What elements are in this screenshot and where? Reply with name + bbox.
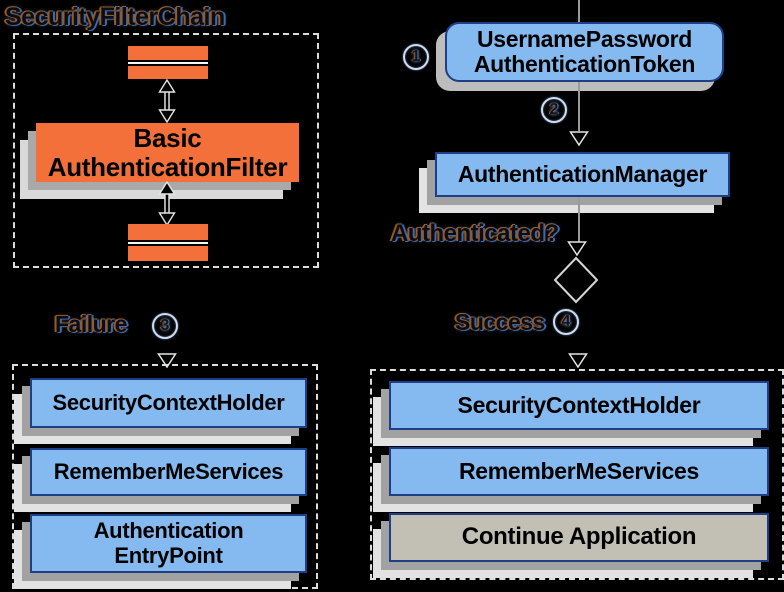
bidirectional-arrow-icon	[158, 79, 176, 123]
token-label-line1: UsernamePassword	[476, 25, 693, 52]
security-filter-chain-title: SecurityFilterChain	[5, 3, 225, 31]
continue-application-box: Continue Application	[389, 513, 769, 562]
security-context-holder-box: SecurityContextHolder	[30, 378, 307, 428]
authentication-entry-point-box: Authentication EntryPoint	[30, 514, 307, 573]
token-label-line2: AuthenticationToken	[473, 51, 696, 77]
filter-placeholder-bar	[128, 224, 208, 240]
failure-path-container	[12, 364, 318, 589]
entry-point-line2: EntryPoint	[114, 542, 223, 568]
authentication-manager-box: AuthenticationManager	[435, 152, 730, 197]
security-context-holder-box: SecurityContextHolder	[389, 381, 769, 430]
bidirectional-arrow-icon	[158, 181, 176, 226]
failure-label: Failure	[55, 311, 127, 337]
connector-line	[578, 0, 580, 22]
step-2-badge: 2	[541, 97, 567, 123]
arrowhead-down-icon	[569, 131, 589, 146]
filter-label-line2: AuthenticationFilter	[47, 151, 288, 182]
arrowhead-down-icon	[568, 353, 588, 368]
bar-separator	[128, 242, 208, 244]
filter-label-line1: Basic	[133, 122, 202, 153]
decision-diamond-icon	[553, 256, 599, 304]
filter-chain-container	[13, 33, 319, 268]
username-password-token-box: UsernamePassword AuthenticationToken	[445, 22, 724, 82]
connector-line	[578, 82, 580, 131]
connector-line	[578, 197, 580, 242]
step-3-badge: 3	[152, 313, 178, 339]
remember-me-services-box: RememberMeServices	[389, 447, 769, 496]
arrowhead-down-icon	[157, 353, 177, 368]
step-1-badge: 1	[403, 44, 429, 70]
bar-separator	[128, 62, 208, 64]
filter-placeholder-bar	[128, 66, 208, 79]
entry-point-line1: Authentication	[93, 518, 244, 544]
authenticated-question-label: Authenticated?	[391, 220, 559, 247]
basic-authentication-filter-box: Basic AuthenticationFilter	[36, 123, 299, 182]
arrowhead-down-icon	[567, 241, 587, 256]
filter-placeholder-bar	[128, 246, 208, 261]
success-label: Success	[455, 309, 545, 335]
remember-me-services-box: RememberMeServices	[30, 448, 307, 496]
filter-placeholder-bar	[128, 46, 208, 60]
success-path-container	[370, 369, 784, 580]
step-4-badge: 4	[553, 309, 579, 335]
